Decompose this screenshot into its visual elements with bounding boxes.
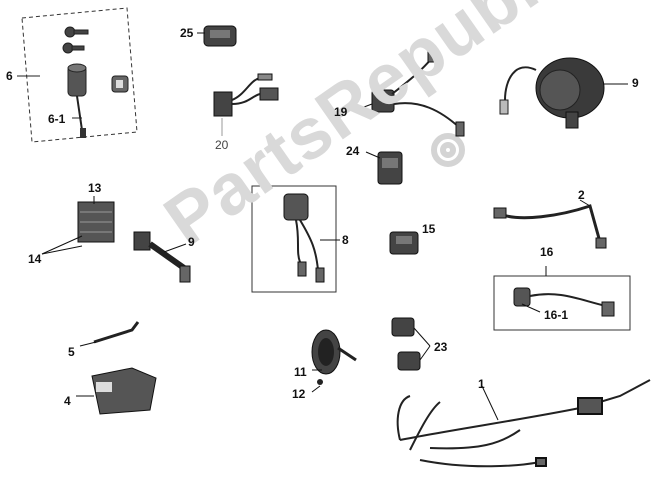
callout-16: 16 (540, 245, 554, 259)
ignition-cylinder-icon (67, 63, 87, 138)
callout-20: 20 (215, 138, 229, 152)
main-wire-harness-icon (396, 379, 651, 468)
callout-25: 25 (180, 26, 194, 40)
relay-icon (365, 151, 403, 185)
ignition-switch-set (17, 7, 138, 143)
handlebar-switch-group (251, 185, 340, 293)
callout-9-mid: 9 (188, 235, 195, 249)
regulator-rectifier-icon (41, 196, 115, 255)
group-6-dashed-box (21, 7, 138, 143)
ignition-coil-icon (499, 57, 628, 129)
seat-lock-icon (111, 75, 129, 93)
callout-11: 11 (294, 365, 307, 379)
battery-bracket-icon (79, 321, 140, 347)
battery-icon (76, 367, 157, 415)
callout-14: 14 (28, 252, 42, 266)
starter-cable-icon (493, 199, 607, 249)
watermark-gear-icon (431, 133, 465, 167)
group-16-box (493, 275, 631, 331)
group-8-box (251, 185, 337, 293)
callout-4: 4 (64, 394, 71, 408)
callout-16-1: 16-1 (544, 308, 569, 322)
callout-13: 13 (88, 181, 102, 195)
callout-23: 23 (434, 340, 448, 354)
relay-pair-icon (391, 317, 431, 371)
callout-12: 12 (292, 387, 306, 401)
callout-15: 15 (422, 222, 436, 236)
callout-1: 1 (478, 377, 485, 391)
flasher-relay-icon (197, 25, 237, 47)
wire-harness-group-16 (493, 266, 631, 331)
callout-6-1: 6-1 (48, 112, 66, 126)
spark-plug-cable-icon (133, 231, 191, 283)
sensor-harness-icon (355, 49, 465, 137)
key-icon (62, 26, 89, 54)
callout-5: 5 (68, 345, 75, 359)
callout-9-top: 9 (632, 76, 639, 90)
starter-relay-icon (389, 231, 419, 255)
callout-2: 2 (578, 188, 585, 202)
horn-icon (311, 329, 357, 393)
callout-19: 19 (334, 105, 348, 119)
callout-24: 24 (346, 144, 360, 158)
connector-assembly-icon (213, 73, 279, 136)
callout-6: 6 (6, 69, 13, 83)
callout-8: 8 (342, 233, 349, 247)
